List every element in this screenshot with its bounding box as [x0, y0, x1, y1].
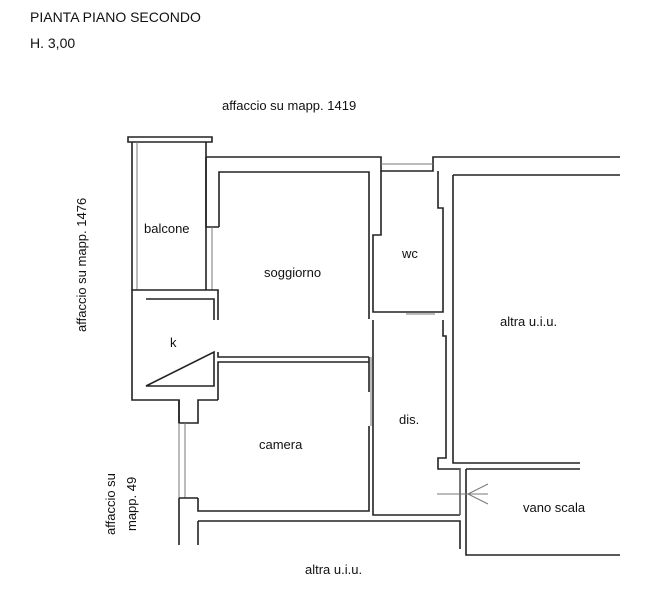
- soggiorno-walls: [218, 171, 370, 319]
- room-soggiorno: soggiorno: [264, 265, 322, 280]
- vano-scala-walls: [465, 468, 620, 556]
- room-k: k: [170, 335, 177, 350]
- label-right: altra u.i.u.: [500, 314, 558, 329]
- wc-walls: [372, 171, 444, 313]
- plan-title: PIANTA PIANO SECONDO: [30, 9, 201, 25]
- balcony-outline: [127, 136, 213, 290]
- label-left-bottom-1: affaccio su: [103, 473, 118, 535]
- room-wc: wc: [402, 246, 418, 261]
- room-balcone: balcone: [144, 221, 190, 236]
- k-walls: [145, 298, 215, 387]
- altra-uiu-walls: [452, 174, 620, 464]
- label-left: affaccio su mapp. 1476: [74, 197, 89, 332]
- plan-height: H. 3,00: [30, 35, 76, 51]
- label-bottom: altra u.i.u.: [305, 562, 363, 577]
- room-dis: dis.: [399, 412, 420, 427]
- label-vano-scala: vano scala: [523, 500, 586, 515]
- dis-walls: [372, 320, 461, 516]
- top-wall: [206, 156, 620, 172]
- label-left-bottom-2: mapp. 49: [124, 476, 139, 531]
- label-top: affaccio su mapp. 1419: [222, 98, 357, 113]
- room-camera: camera: [259, 437, 303, 452]
- camera-walls: [197, 357, 370, 512]
